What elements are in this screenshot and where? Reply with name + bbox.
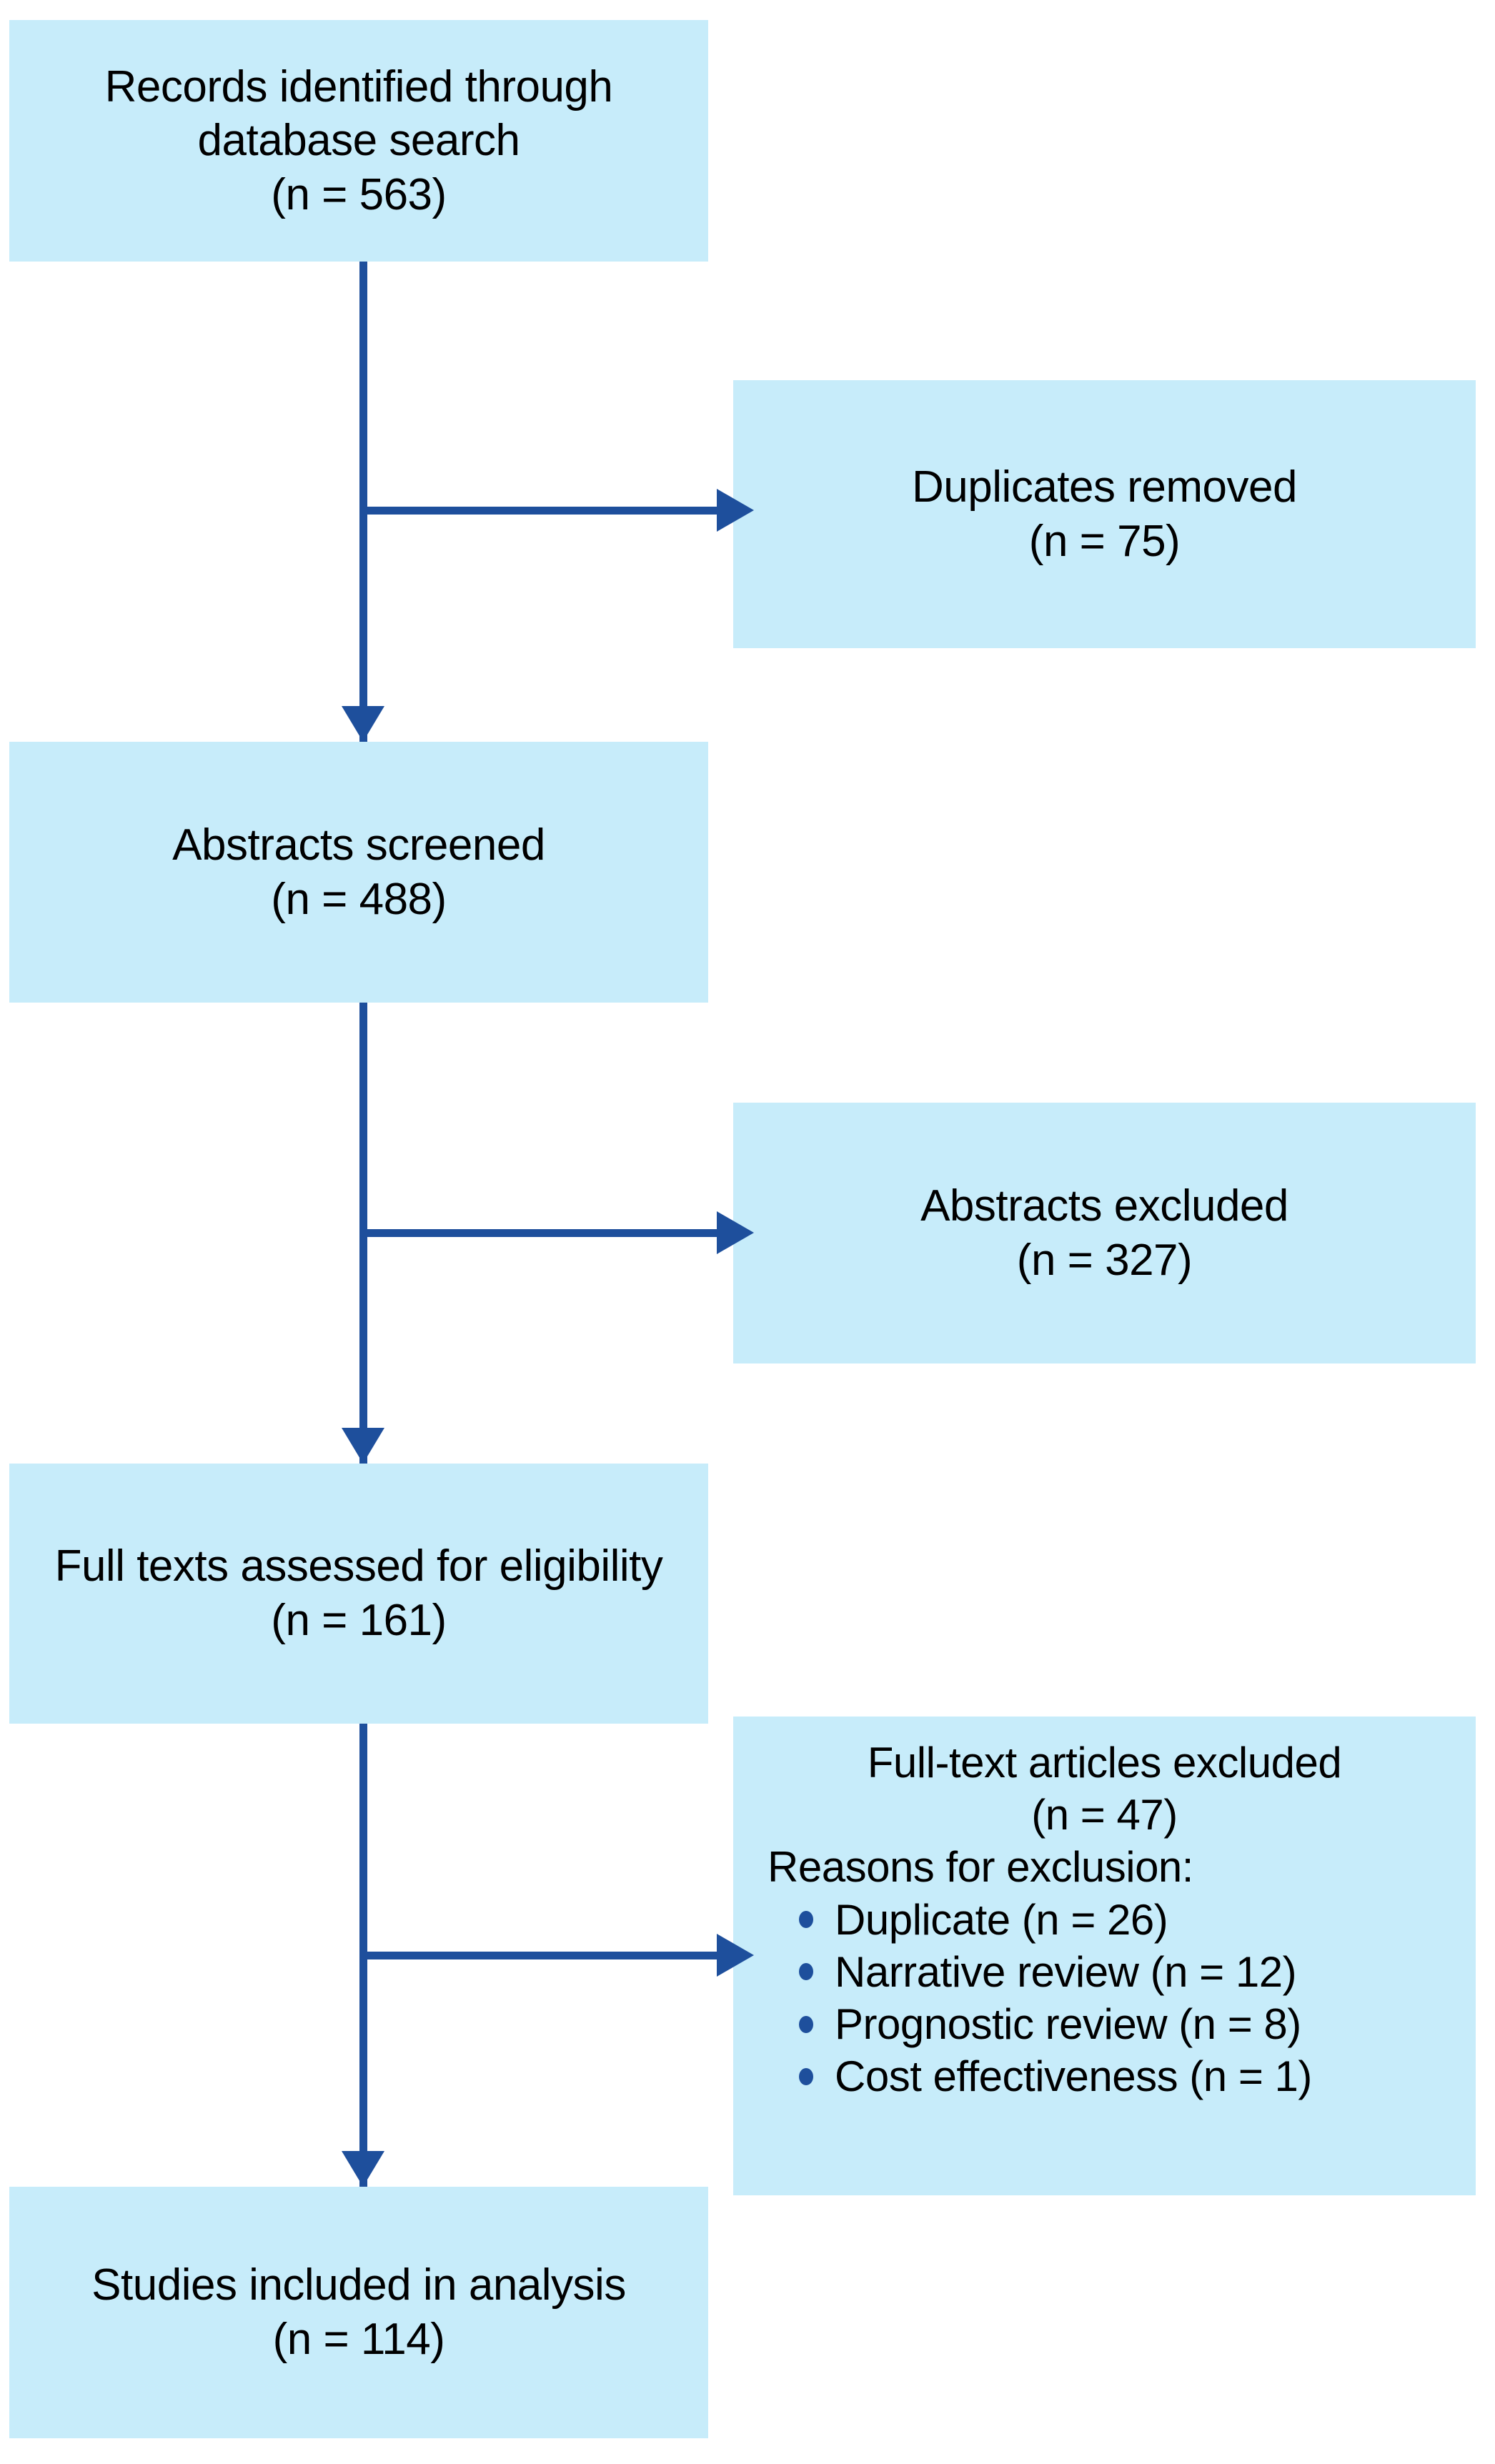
arrow-down-icon bbox=[342, 1428, 384, 1464]
bullet-icon bbox=[799, 2067, 813, 2085]
connector-screened-to-abstracts-excluded bbox=[363, 1229, 720, 1237]
exclusion-reason-label: Duplicate (n = 26) bbox=[835, 1895, 1168, 1944]
node-duplicates-removed: Duplicates removed (n = 75) bbox=[733, 380, 1476, 648]
list-item: Narrative review (n = 12) bbox=[795, 1946, 1461, 1998]
node-duplicates-removed-line1: Duplicates removed bbox=[912, 462, 1297, 512]
node-records-identified: Records identified through database sear… bbox=[9, 20, 708, 262]
exclusion-reasons-list: Duplicate (n = 26) Narrative review (n =… bbox=[748, 1894, 1461, 2103]
node-fulltexts-assessed-line1: Full texts assessed for eligibility bbox=[54, 1541, 663, 1591]
list-item: Prognostic review (n = 8) bbox=[795, 1998, 1461, 2050]
node-fulltexts-assessed-count: (n = 161) bbox=[271, 1596, 447, 1645]
node-abstracts-excluded: Abstracts excluded (n = 327) bbox=[733, 1103, 1476, 1363]
list-item: Duplicate (n = 26) bbox=[795, 1894, 1461, 1946]
arrow-right-icon bbox=[717, 489, 754, 532]
node-fulltexts-assessed: Full texts assessed for eligibility (n =… bbox=[9, 1464, 708, 1724]
node-abstracts-excluded-line1: Abstracts excluded bbox=[920, 1181, 1288, 1231]
node-fulltext-articles-excluded: Full-text articles excluded (n = 47) Rea… bbox=[733, 1717, 1476, 2195]
node-abstracts-excluded-count: (n = 327) bbox=[1016, 1235, 1193, 1285]
node-records-identified-count: (n = 563) bbox=[271, 169, 447, 219]
exclusion-reason-label: Cost effectiveness (n = 1) bbox=[835, 2052, 1312, 2101]
exclusion-reason-label: Narrative review (n = 12) bbox=[835, 1947, 1297, 1996]
connector-identified-to-duplicates bbox=[363, 507, 720, 515]
node-studies-included-count: (n = 114) bbox=[272, 2315, 445, 2364]
node-fulltext-excluded-count: (n = 47) bbox=[1031, 1791, 1178, 1839]
bullet-icon bbox=[799, 2015, 813, 2033]
node-abstracts-screened: Abstracts screened (n = 488) bbox=[9, 742, 708, 1003]
exclusion-reason-label: Prognostic review (n = 8) bbox=[835, 1999, 1301, 2048]
node-records-identified-line1: Records identified through bbox=[104, 61, 613, 111]
bullet-icon bbox=[799, 1911, 813, 1929]
node-studies-included-line1: Studies included in analysis bbox=[91, 2260, 626, 2310]
node-fulltext-excluded-reasons-heading: Reasons for exclusion: bbox=[768, 1843, 1193, 1892]
node-abstracts-screened-count: (n = 488) bbox=[271, 874, 447, 924]
node-records-identified-line2: database search bbox=[197, 116, 520, 166]
arrow-down-icon bbox=[342, 2151, 384, 2187]
arrow-down-icon bbox=[342, 706, 384, 742]
bullet-icon bbox=[799, 1963, 813, 1981]
connector-identified-to-screened bbox=[359, 262, 367, 742]
node-duplicates-removed-count: (n = 75) bbox=[1028, 516, 1181, 566]
node-fulltext-excluded-line1: Full-text articles excluded bbox=[867, 1739, 1342, 1787]
node-studies-included: Studies included in analysis (n = 114) bbox=[9, 2187, 708, 2438]
arrow-right-icon bbox=[717, 1211, 754, 1254]
node-abstracts-screened-line1: Abstracts screened bbox=[172, 820, 545, 870]
connector-fulltexts-to-fulltext-excluded bbox=[363, 1952, 720, 1959]
arrow-right-icon bbox=[717, 1934, 754, 1977]
list-item: Cost effectiveness (n = 1) bbox=[795, 2050, 1461, 2102]
